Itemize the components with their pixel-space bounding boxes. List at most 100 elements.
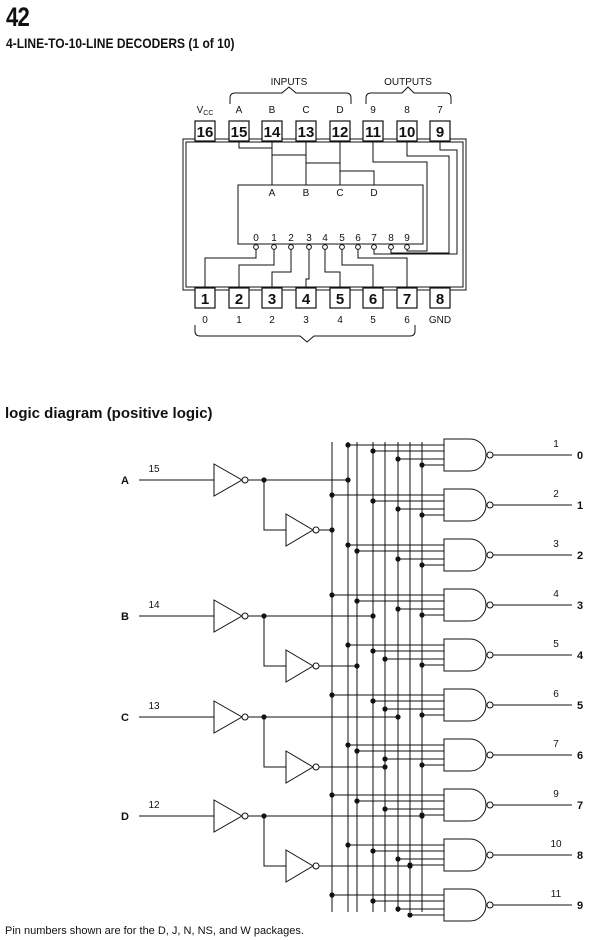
nand-gate-1-bubble <box>486 501 494 509</box>
pin-5-number: 5 <box>336 291 344 308</box>
pin-8-label: GND <box>429 315 451 326</box>
junction-dot <box>329 792 335 798</box>
package-body-inner <box>185 141 464 288</box>
junction-dot <box>419 662 425 668</box>
input-D-label: D <box>121 811 129 823</box>
wire-out-1 <box>238 249 275 288</box>
inputs-brace <box>229 86 352 104</box>
junction-dot <box>382 706 388 712</box>
pin-14-label: B <box>269 105 276 116</box>
junction-dot <box>382 806 388 812</box>
nand-gate-2-bubble <box>486 551 494 559</box>
nand-gate-0 <box>443 438 487 472</box>
junction-dot <box>382 656 388 662</box>
junction-dot <box>419 812 425 818</box>
output-label-4: 4 <box>577 650 584 662</box>
junction-dot <box>329 692 335 698</box>
wire-out-3 <box>305 249 310 288</box>
wire-out-6 <box>357 249 408 288</box>
inverter-A-2-bubble <box>312 526 320 534</box>
outputs-label: OUTPUTS <box>384 77 432 88</box>
pin-1-label: 0 <box>202 315 208 326</box>
inverter-C-2 <box>285 750 314 784</box>
nand-gate-5-bubble <box>486 701 494 709</box>
output-pin-3: 4 <box>553 589 559 600</box>
inverter-A-bubble <box>241 476 249 484</box>
nand-gate-2 <box>443 538 487 572</box>
input-A-label: A <box>121 475 129 487</box>
pin-1-number: 1 <box>201 291 209 308</box>
inverter-C-bubble <box>241 713 249 721</box>
junction-dot <box>354 798 360 804</box>
junction-dot <box>354 598 360 604</box>
output-label-8: 8 <box>577 850 583 862</box>
pin-9-label: 7 <box>437 105 443 116</box>
wire-D <box>339 141 375 185</box>
logic-diagram-title: logic diagram (positive logic) <box>5 405 213 422</box>
pin-10-label: 8 <box>404 105 410 116</box>
nand-gate-9-bubble <box>486 901 494 909</box>
nand-gate-3 <box>443 588 487 622</box>
inverter-D <box>213 799 244 833</box>
output-label-1: 1 <box>577 500 583 512</box>
pin-14-number: 14 <box>264 124 281 141</box>
output-label-5: 5 <box>577 700 583 712</box>
output-pin-9: 11 <box>551 889 562 900</box>
pin-2-label: 1 <box>236 315 242 326</box>
pin-12-number: 12 <box>332 124 349 141</box>
page-number: 42 <box>6 2 30 32</box>
junction-dot <box>395 556 401 562</box>
input-A-pin: 15 <box>148 464 160 475</box>
junction-dot <box>419 462 425 468</box>
junction-dot <box>395 906 401 912</box>
output-label-0: 0 <box>577 450 583 462</box>
nand-gate-6 <box>443 738 487 772</box>
wire-out-9 <box>372 141 428 252</box>
pin-8-number: 8 <box>436 291 444 308</box>
inverter-D-bubble <box>241 812 249 820</box>
output-pin-2: 3 <box>553 539 559 550</box>
pin-12-label: D <box>336 105 343 116</box>
junction-dot <box>370 698 376 704</box>
pin-13-number: 13 <box>298 124 315 141</box>
wire-out-4 <box>324 249 341 288</box>
wire-C <box>305 141 341 185</box>
junction-dot <box>395 506 401 512</box>
pin-16-number: 16 <box>197 124 214 141</box>
output-label-2: 2 <box>577 550 583 562</box>
pin-9-number: 9 <box>436 124 444 141</box>
decoder-block <box>237 184 424 245</box>
inverter-C <box>213 700 244 734</box>
inverter-B <box>213 599 244 633</box>
junction-dot <box>329 492 335 498</box>
nand-gate-6-bubble <box>486 751 494 759</box>
vcc-subscript: CC <box>203 110 213 117</box>
wire-out-7 <box>373 141 458 255</box>
junction-dot <box>329 592 335 598</box>
nand-gate-5 <box>443 688 487 722</box>
input-C-label: C <box>121 712 129 724</box>
inverter-A <box>213 463 244 497</box>
junction-dot <box>370 898 376 904</box>
junction-dot <box>345 842 351 848</box>
pin-8-box <box>429 287 451 309</box>
input-B-pin: 14 <box>148 600 160 611</box>
block-output-4: 4 <box>322 233 328 244</box>
block-input-B: B <box>303 188 310 199</box>
junction-dot <box>382 756 388 762</box>
junction-dot <box>345 542 351 548</box>
output-pin-7: 9 <box>553 789 559 800</box>
junction-dot <box>395 856 401 862</box>
pin-15-number: 15 <box>231 124 248 141</box>
wire-A <box>238 141 273 185</box>
block-output-0: 0 <box>253 233 259 244</box>
junction-dot <box>395 456 401 462</box>
inverter-B-bubble <box>241 612 249 620</box>
output-pin-5: 6 <box>553 689 559 700</box>
pin-5-label: 4 <box>337 315 343 326</box>
inverter-C-2-bubble <box>312 763 320 771</box>
block-output-2: 2 <box>288 233 294 244</box>
pin-16-box <box>194 120 216 142</box>
block-output-9: 9 <box>404 233 410 244</box>
